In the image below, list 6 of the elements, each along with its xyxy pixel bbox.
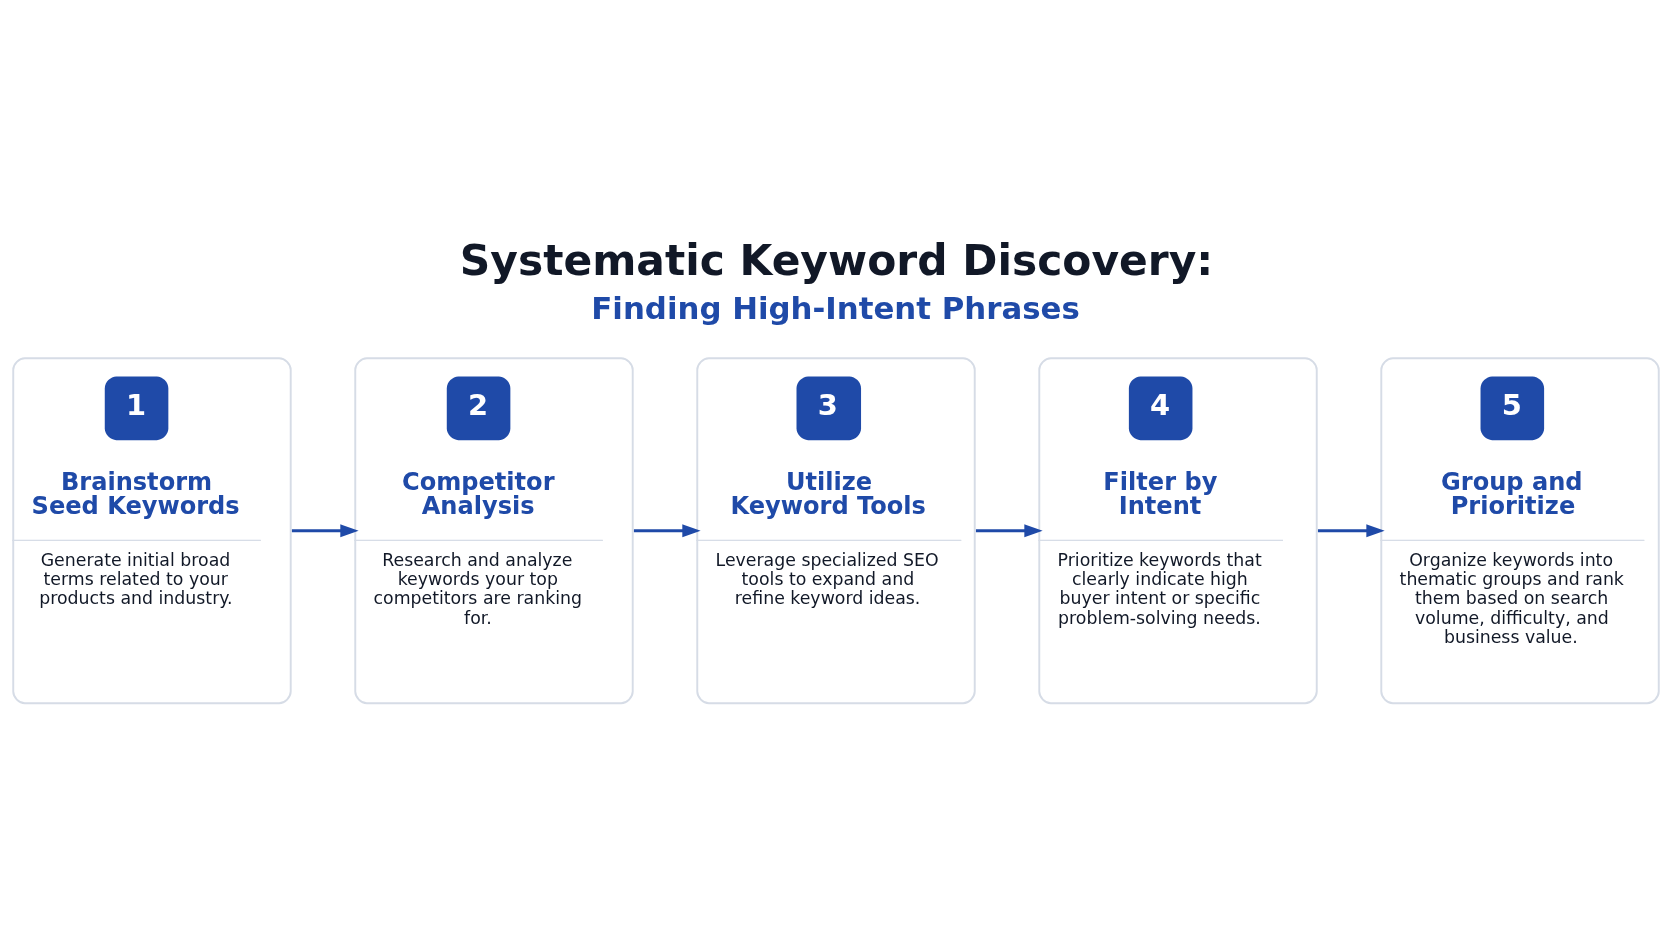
arrow (975, 523, 1043, 537)
arrow (1317, 523, 1385, 537)
arrow (633, 523, 701, 537)
arrow (291, 523, 359, 537)
diagram-title: Systematic Keyword Discovery: (459, 235, 1214, 285)
label: Finding High-Intent Phrases (591, 289, 1080, 326)
